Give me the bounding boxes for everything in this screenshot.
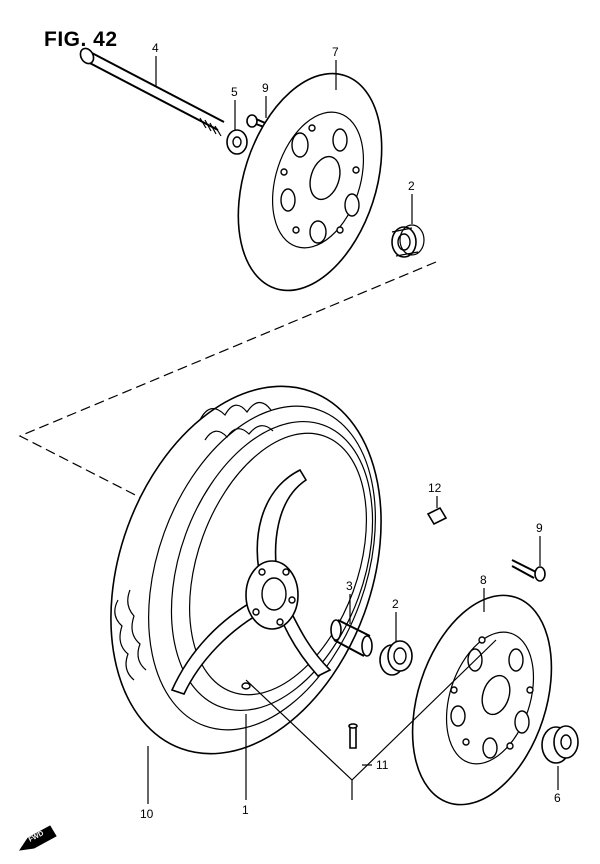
tire-tread [114,401,274,681]
callout-10: 10 [140,807,154,821]
brake-disc-right [411,594,553,806]
hub-collar [541,725,579,764]
callout-2-lower: 2 [392,597,399,611]
callout-9-upper: 9 [262,81,269,95]
balancer-weight [426,506,448,526]
callout-1: 1 [242,803,249,817]
disc-bolt-lower [511,559,546,582]
front-wheel [170,420,374,712]
wheel-bearing-upper [391,224,425,258]
axle-thread [199,117,222,137]
callout-12: 12 [428,481,442,495]
callout-7: 7 [332,45,339,59]
callout-labels: 4 5 9 7 2 12 9 3 2 8 11 6 10 1 [140,41,561,821]
front-axle [79,47,225,137]
callout-4: 4 [152,41,159,55]
callout-5: 5 [231,85,238,99]
callout-6: 6 [554,791,561,805]
wheel-bearing-lower [379,640,413,676]
callout-2-upper: 2 [408,179,415,193]
axle-collar [226,129,248,155]
wheel-spokes [170,468,332,695]
callout-8: 8 [480,573,487,587]
leader-lines [147,56,559,804]
forward-direction-badge: FWD [18,825,57,851]
callout-11: 11 [376,758,389,772]
valve-hole [241,682,251,690]
figure-title: FIG. 42 [44,28,118,51]
tire-valve [348,723,358,749]
callout-3: 3 [346,579,353,593]
wheel-hub [245,560,299,630]
wheel-spacer [330,619,373,657]
callout-9-lower: 9 [536,521,543,535]
brake-disc-left [237,72,383,292]
